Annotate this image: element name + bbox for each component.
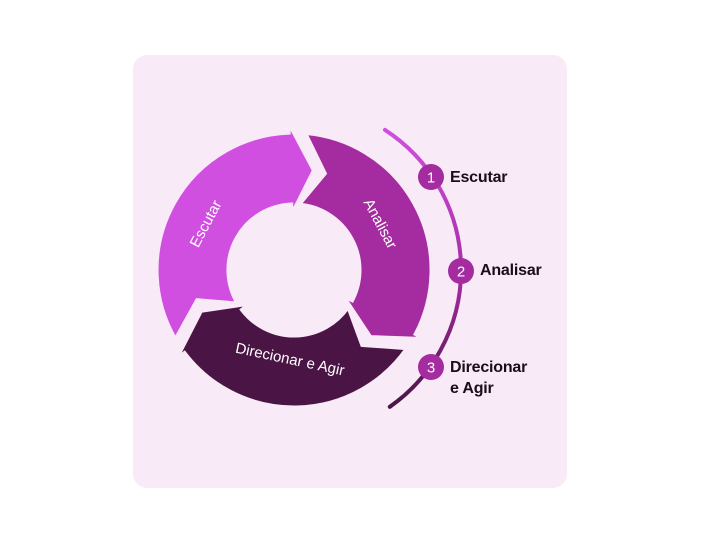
segment-direcionar <box>176 302 409 409</box>
segment-escutar <box>155 123 316 342</box>
step-label-3-line1: Direcionar <box>450 359 528 376</box>
svg-text:3: 3 <box>427 360 435 377</box>
step-label-1: Escutar <box>450 169 508 186</box>
step-label-2: Analisar <box>480 262 542 279</box>
step-label-3: Direcionar e Agir <box>450 357 527 399</box>
segment-analisar <box>296 131 433 340</box>
step-badge-1: 1 <box>418 164 444 190</box>
step-badge-3: 3 <box>418 354 444 380</box>
svg-text:1: 1 <box>427 170 435 187</box>
step-badge-2: 2 <box>448 258 474 284</box>
svg-text:2: 2 <box>457 264 465 281</box>
step-label-3-line2: e Agir <box>450 380 494 397</box>
